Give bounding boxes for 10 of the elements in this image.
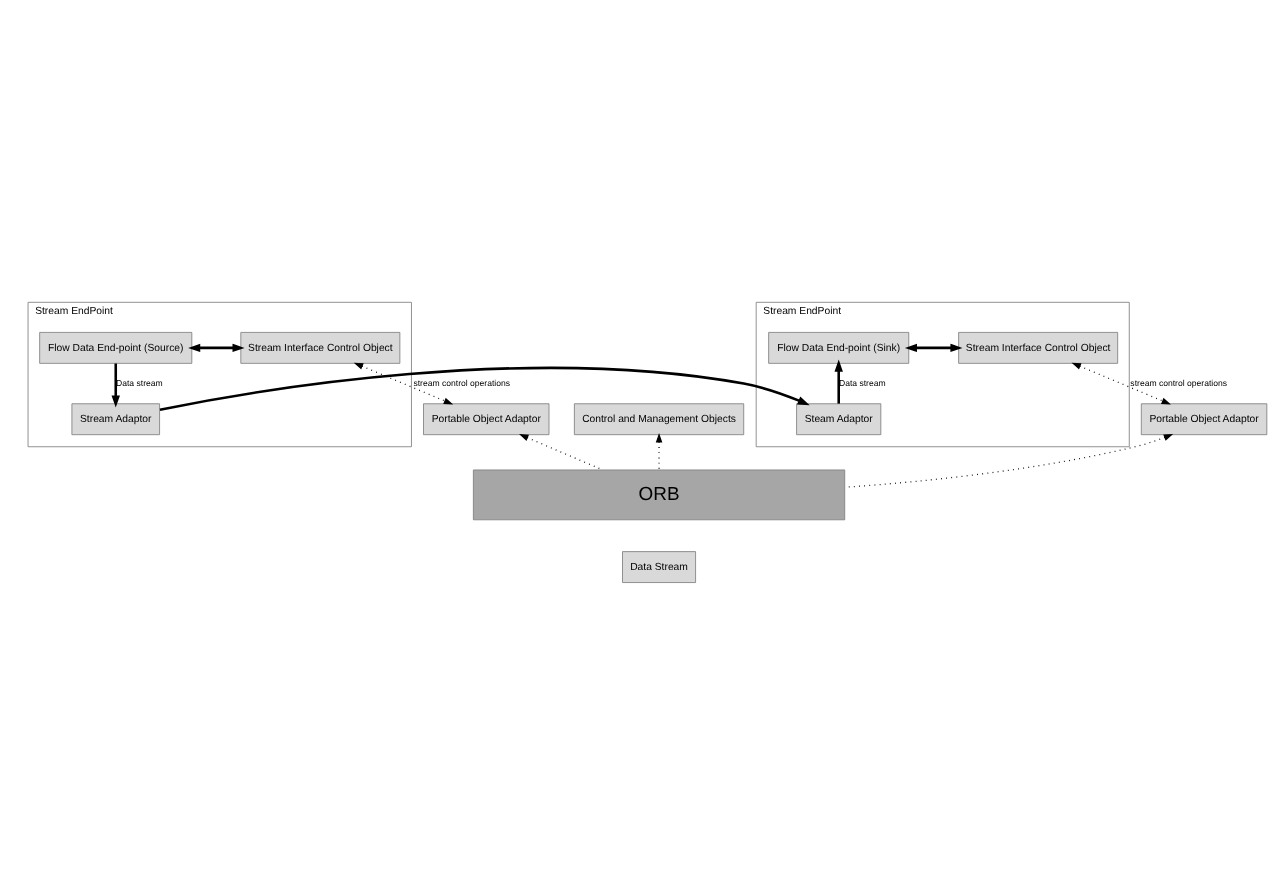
node-box: ORB <box>472 468 846 520</box>
arrow <box>844 433 1174 487</box>
arrow <box>655 432 663 470</box>
arrow <box>1071 361 1171 404</box>
arrow <box>188 342 245 352</box>
arrow <box>904 342 963 352</box>
arrow <box>353 361 454 404</box>
arrow <box>159 365 810 410</box>
arrow <box>834 358 843 403</box>
arrow <box>111 362 120 407</box>
